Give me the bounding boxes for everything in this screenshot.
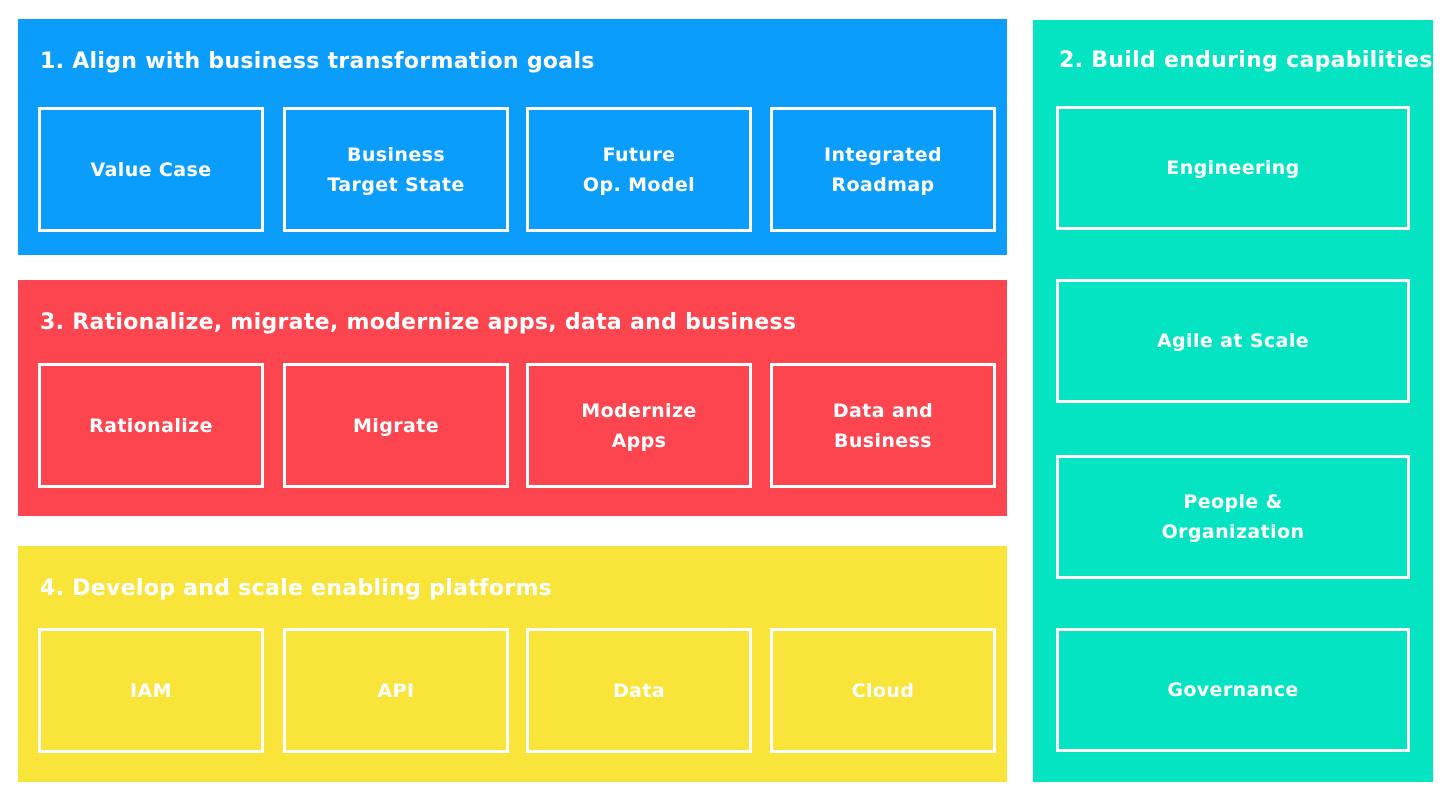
card-label: Rationalize bbox=[89, 414, 213, 437]
card-label: Business Target State bbox=[327, 143, 465, 196]
card-data-and-business: Data and Business bbox=[770, 363, 996, 488]
panel-title: 3. Rationalize, migrate, modernize apps,… bbox=[40, 310, 797, 335]
card-governance: Governance bbox=[1056, 628, 1410, 752]
card-integrated-roadmap: Integrated Roadmap bbox=[770, 107, 996, 232]
card-label: People & Organization bbox=[1161, 491, 1305, 543]
capabilities-panel: 2. Build enduring capabilities Engineeri… bbox=[1033, 20, 1433, 782]
card-people-organization: People & Organization bbox=[1056, 455, 1410, 579]
card-iam: IAM bbox=[38, 628, 264, 753]
card-label: Migrate bbox=[353, 414, 439, 437]
card-label: Modernize Apps bbox=[581, 399, 697, 452]
card-label: Integrated Roadmap bbox=[824, 143, 942, 196]
align-goals-panel: 1. Align with business transformation go… bbox=[18, 19, 1007, 255]
card-label: API bbox=[377, 679, 415, 702]
panel-title: 2. Build enduring capabilities bbox=[1059, 48, 1433, 73]
card-label: Future Op. Model bbox=[582, 143, 696, 196]
card-label: Governance bbox=[1167, 679, 1299, 701]
card-label: Data bbox=[612, 679, 666, 702]
card-future-op-model: Future Op. Model bbox=[526, 107, 752, 232]
card-rationalize: Rationalize bbox=[38, 363, 264, 488]
panel-title: 1. Align with business transformation go… bbox=[40, 49, 595, 74]
panel-title: 4. Develop and scale enabling platforms bbox=[40, 576, 553, 601]
card-label: Value Case bbox=[90, 158, 212, 181]
card-cloud: Cloud bbox=[770, 628, 996, 753]
card-business-target-state: Business Target State bbox=[283, 107, 509, 232]
card-label: IAM bbox=[130, 679, 172, 702]
card-label: Engineering bbox=[1166, 157, 1300, 179]
card-label: Data and Business bbox=[832, 399, 934, 452]
platforms-panel: 4. Develop and scale enabling platforms … bbox=[18, 546, 1007, 782]
card-agile-at-scale: Agile at Scale bbox=[1056, 279, 1410, 403]
card-modernize-apps: Modernize Apps bbox=[526, 363, 752, 488]
card-value-case: Value Case bbox=[38, 107, 264, 232]
card-api: API bbox=[283, 628, 509, 753]
card-label: Cloud bbox=[851, 679, 915, 702]
card-data: Data bbox=[526, 628, 752, 753]
card-migrate: Migrate bbox=[283, 363, 509, 488]
rationalize-panel: 3. Rationalize, migrate, modernize apps,… bbox=[18, 280, 1007, 516]
card-label: Agile at Scale bbox=[1156, 330, 1310, 352]
card-engineering: Engineering bbox=[1056, 106, 1410, 230]
